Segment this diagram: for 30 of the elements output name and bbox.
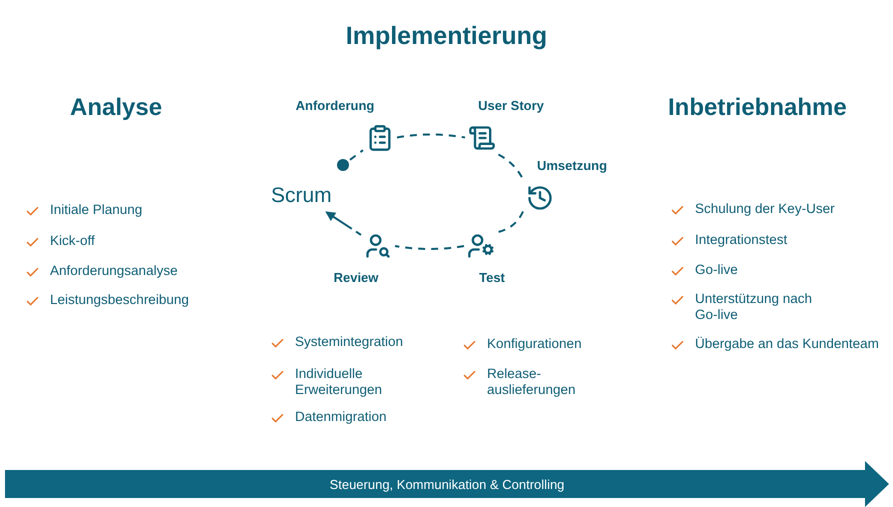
list-item: Unterstützung nach Go-live (695, 291, 814, 323)
title: Implementierung (346, 21, 548, 52)
list-item: Kick-off (50, 233, 95, 249)
list-item: Übergabe an das Kundenteam (695, 336, 879, 352)
cycle-heading: Scrum (271, 180, 332, 212)
dashed-connector (349, 149, 364, 161)
dashed-arrow (325, 211, 362, 236)
dashed-connector (498, 211, 524, 233)
list-item: Konfigurationen (487, 336, 582, 352)
list-item: Release- auslieferungen (487, 366, 576, 398)
list-item: Leistungsbeschreibung (50, 292, 189, 308)
list-item: Integrationstest (695, 232, 788, 248)
band-label: Steuerung, Kommunikation & Controlling (330, 476, 564, 494)
step-label: Anforderung (296, 97, 374, 115)
list-item: Anforderungsanalyse (50, 263, 178, 279)
list-item: Schulung der Key-User (695, 201, 835, 217)
step-label: Umsetzung (536, 157, 608, 175)
list-item: Go-live (695, 262, 738, 278)
dashed-connector (396, 134, 466, 138)
arrow-band (5, 461, 889, 507)
list-item: Initiale Planung (50, 202, 142, 218)
section-heading: Analyse (70, 93, 162, 123)
step-label: Test (479, 269, 505, 287)
list-item: Systemintegration (295, 334, 404, 350)
dashed-connector (394, 245, 464, 250)
section-heading: Inbetriebnahme (668, 93, 847, 123)
step-label: Review (334, 269, 378, 287)
list-item: Datenmigration (295, 409, 387, 425)
list-item: Individuelle Erweiterungen (295, 366, 384, 398)
step-label: User Story (478, 97, 544, 115)
